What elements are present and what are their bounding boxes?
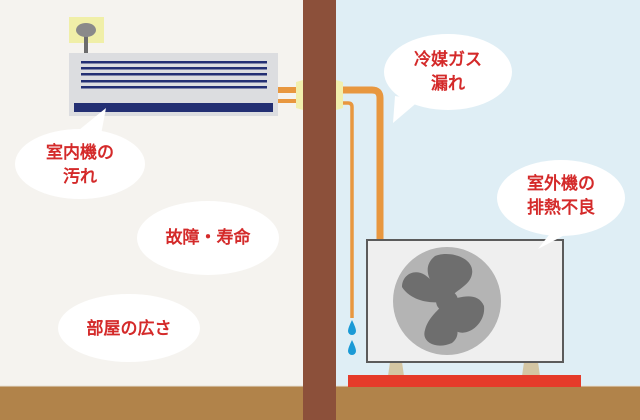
label-room-size: 部屋の広さ [69, 317, 189, 341]
fan-icon [402, 254, 485, 346]
label-line: 室内機の [46, 143, 114, 163]
bubble-failure-lifespan [137, 201, 279, 275]
indoor-ac-unit-icon [69, 53, 278, 116]
power-outlet-icon [69, 17, 104, 54]
label-line: 漏れ [431, 74, 465, 94]
bubble-outdoor-exhaust [497, 160, 625, 249]
bubble-refrigerant-leak [384, 34, 512, 123]
label-line: 冷媒ガス [414, 50, 482, 70]
pipe-collar-indoor [296, 80, 303, 110]
label-outdoor-exhaust: 室外機の 排熱不良 [511, 172, 611, 220]
water-drop-icon [348, 320, 356, 355]
label-refrigerant-leak: 冷媒ガス 漏れ [403, 48, 493, 96]
label-indoor-dirty: 室内機の 汚れ [35, 141, 125, 189]
label-line: 汚れ [63, 167, 97, 187]
label-line: 故障・寿命 [165, 228, 251, 248]
label-line: 排熱不良 [527, 198, 595, 218]
outdoor-ac-unit-icon [348, 239, 581, 387]
bubble-room-size [58, 294, 200, 362]
bubble-indoor-dirty [15, 108, 145, 199]
label-failure-lifespan: 故障・寿命 [148, 226, 268, 250]
refrigerant-pipe-icon [343, 86, 384, 318]
pipe-collar-outdoor [336, 80, 343, 110]
label-line: 室外機の [527, 174, 595, 194]
indoor-pipe-icon [278, 87, 298, 103]
label-line: 部屋の広さ [86, 319, 172, 339]
wall [303, 0, 336, 420]
